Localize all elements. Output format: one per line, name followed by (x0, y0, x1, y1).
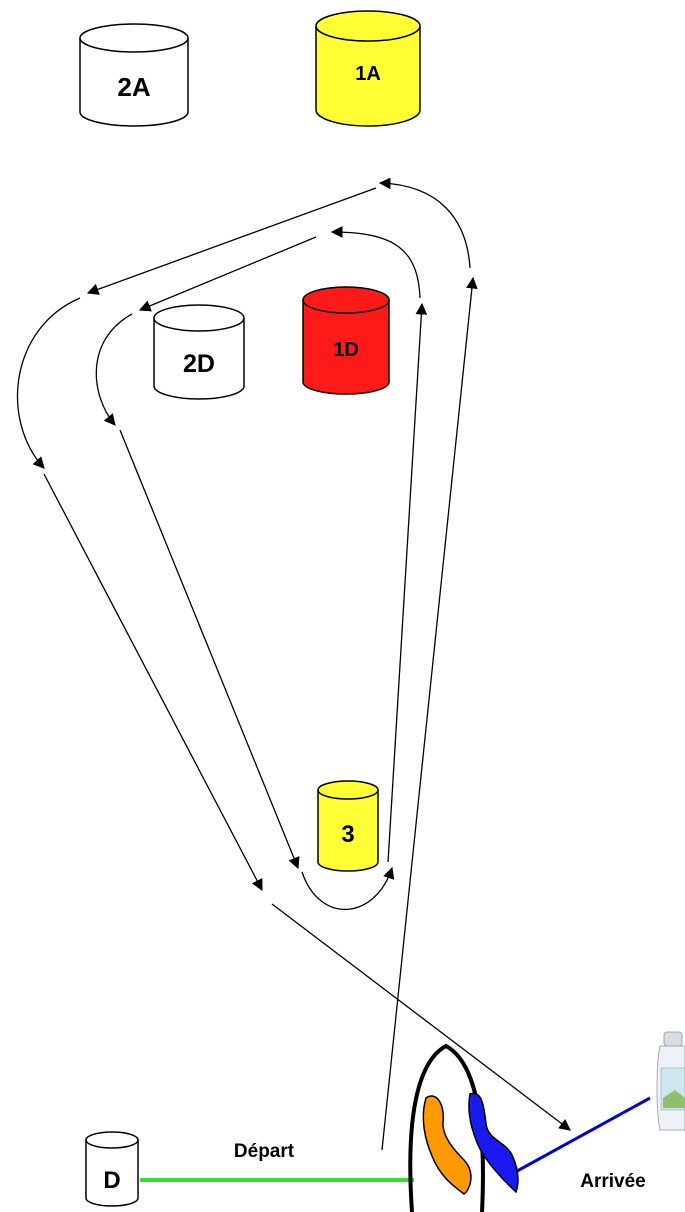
cone-1a: 1A (315, 10, 421, 127)
cone-2d-body (153, 318, 245, 400)
depart-label: Départ (234, 1141, 295, 1162)
cone-2a-label: 2A (117, 72, 150, 102)
arrivee-label: Arrivée (580, 1171, 646, 1192)
arch-gate-icon (408, 1043, 519, 1212)
cone-3-label: 3 (341, 821, 354, 848)
cone-1d-body (302, 300, 390, 395)
path-inner-left-turn (95, 313, 133, 426)
path-inner-around-1d (330, 226, 421, 299)
path-outer-to-left (86, 187, 377, 295)
path-inner-descent (119, 429, 300, 870)
path-outer-to-finish (271, 903, 571, 1131)
cone-2a-body (79, 38, 189, 127)
cone-2d: 2D (153, 304, 245, 400)
cone-1d: 1D (302, 286, 390, 395)
path-outer-descent (43, 473, 263, 892)
cone-d-label: D (103, 1167, 120, 1194)
cone-2a: 2A (79, 23, 189, 127)
cone-1a-label: 1A (355, 63, 381, 85)
milk-bottle-icon (656, 1031, 685, 1131)
blue-flag (468, 1092, 519, 1194)
cone-3-top (317, 780, 379, 800)
path-outer-left-turn (16, 297, 81, 469)
cone-3: 3 (317, 780, 379, 872)
cone-2d-top (153, 304, 245, 332)
cone-1d-top (302, 286, 390, 314)
path-outer-return (381, 276, 478, 1151)
cone-3-body (317, 790, 379, 872)
cone-d-body (85, 1140, 139, 1207)
cone-2a-top (79, 23, 189, 53)
path-inner-to-left (138, 236, 317, 312)
arrivee-line (507, 1096, 651, 1178)
cone-1d-label: 1D (333, 339, 359, 361)
cone-1a-body (315, 26, 421, 127)
cone-2d-label: 2D (183, 350, 215, 378)
cone-d-top (85, 1131, 139, 1149)
orange-flag (422, 1095, 472, 1195)
path-inner-climb (387, 302, 428, 863)
path-inner-around-3 (301, 866, 395, 911)
path-outer-around-1a (378, 177, 471, 269)
cone-d: D (85, 1131, 139, 1207)
cone-1a-top (315, 10, 421, 42)
